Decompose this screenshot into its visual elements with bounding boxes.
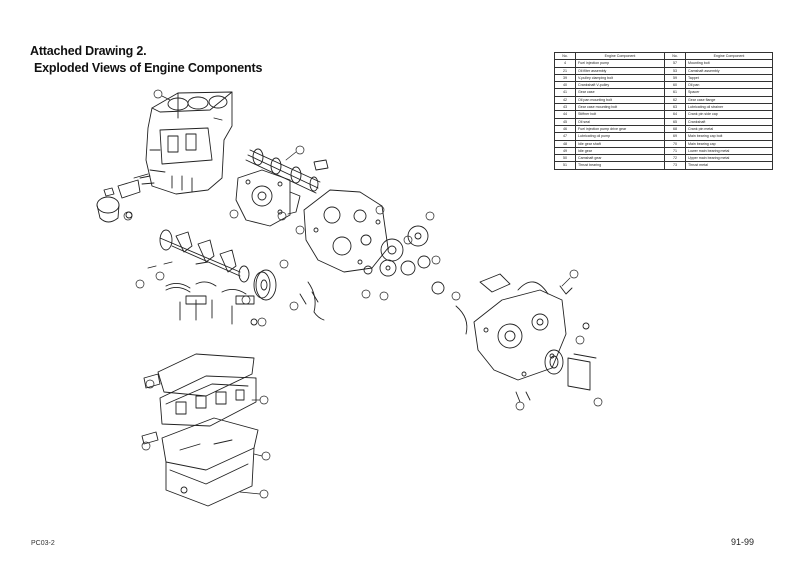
pump-assembly-drawing — [235, 169, 301, 227]
title-block: Attached Drawing 2. Exploded Views of En… — [30, 43, 262, 77]
drawing-title: Attached Drawing 2. — [30, 44, 147, 58]
header-component-right: Engine Component — [685, 51, 773, 61]
crankshaft-drawing — [159, 229, 250, 283]
gears-drawing — [363, 225, 445, 295]
page-number: 91-99 — [731, 537, 755, 547]
oil-pan-upper-drawing — [143, 353, 257, 427]
part-name: Upper main bearing metal — [685, 154, 773, 163]
bearing-parts-drawing — [147, 261, 258, 326]
table-header-row: No. Engine Component No. Engine Componen… — [554, 51, 773, 61]
drawing-subtitle: Exploded Views of Engine Components — [34, 61, 263, 75]
callout-markers — [123, 89, 603, 499]
drawing-code: PC03-2 — [31, 540, 55, 547]
parts-legend-table: No. Engine Component No. Engine Componen… — [554, 51, 773, 170]
oil-pan-drawing — [141, 417, 259, 507]
oil-seal-drawing — [515, 322, 597, 403]
part-name: Lower main bearing metal — [685, 146, 773, 156]
v-pulley-drawing — [253, 269, 277, 301]
part-name: Thrust metal — [685, 161, 773, 170]
bolts-drawing — [133, 173, 325, 321]
gear-case-drawing — [455, 273, 573, 381]
timing-plate-drawing — [303, 189, 389, 273]
oil-filter-drawing — [96, 175, 155, 223]
camshaft-drawing — [245, 148, 329, 194]
cylinder-block-drawing — [145, 91, 233, 195]
